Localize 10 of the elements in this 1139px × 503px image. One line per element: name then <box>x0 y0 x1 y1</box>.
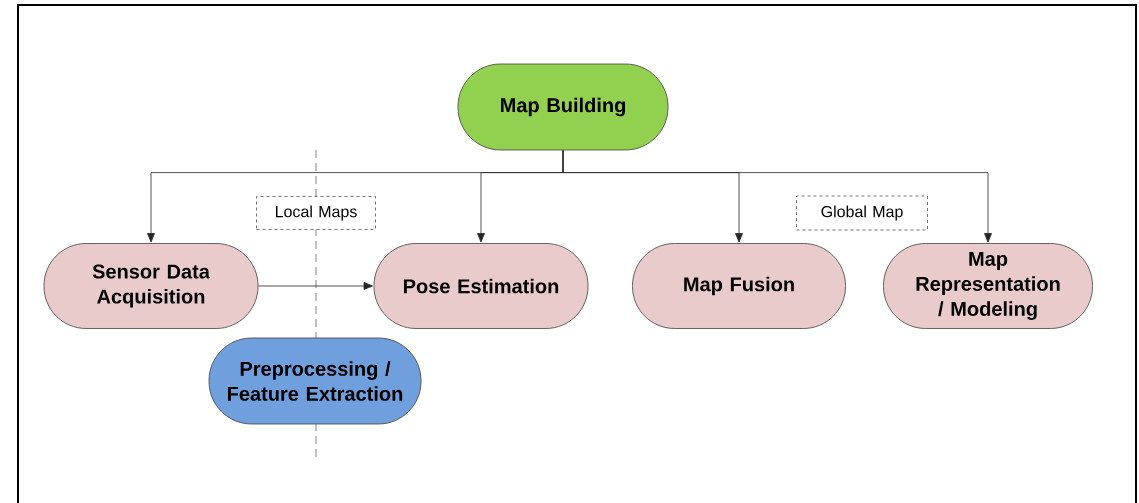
terminal-box: Map Building <box>457 63 669 151</box>
dashed-label-box: Local Maps <box>256 196 376 230</box>
dashed-label-box: Global Map <box>796 195 928 231</box>
terminal-box: Map Representation / Modeling <box>883 243 1093 329</box>
terminal-box: Preprocessing / Feature Extraction <box>208 337 422 425</box>
arrow <box>562 150 992 243</box>
terminal-box: Pose Estimation <box>373 243 589 329</box>
terminal-box: Map Fusion <box>632 243 846 329</box>
terminal-box: Sensor Data Acquisition <box>43 243 259 329</box>
arrow <box>258 282 373 290</box>
